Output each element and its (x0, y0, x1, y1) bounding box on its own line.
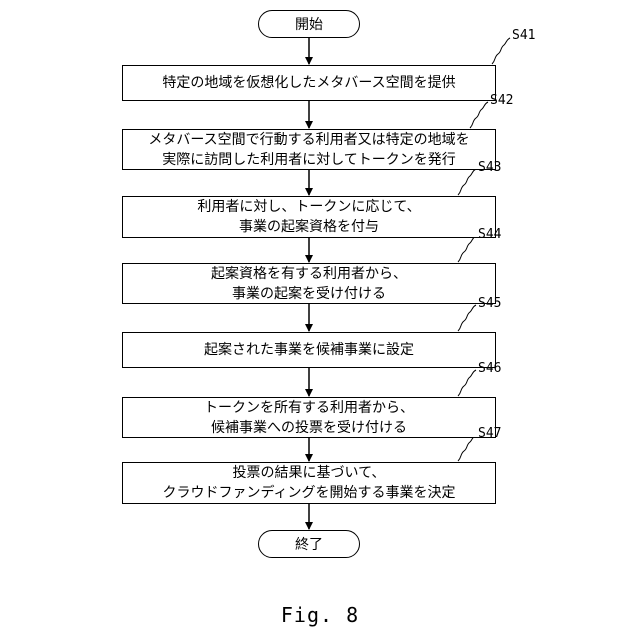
step-text-line: 起案資格を有する利用者から、 (211, 264, 407, 284)
step-label-s41: S41 (512, 28, 535, 43)
step-text-line: クラウドファンディングを開始する事業を決定 (162, 483, 455, 503)
start-terminal: 開始 (258, 10, 360, 38)
step-text-line: 実際に訪問した利用者に対してトークンを発行 (162, 150, 456, 170)
leader-line-s47 (458, 435, 476, 461)
step-text-line: 投票の結果に基づいて、 (233, 463, 386, 483)
leader-line-s41 (492, 38, 510, 64)
step-text-line: メタバース空間で行動する利用者又は特定の地域を (148, 130, 469, 150)
leader-line-s43 (458, 169, 476, 195)
leader-line-s44 (458, 236, 476, 262)
step-s47: 投票の結果に基づいて、 クラウドファンディングを開始する事業を決定 (122, 462, 496, 504)
leader-line-s45 (458, 305, 476, 331)
step-s44: 起案資格を有する利用者から、 事業の起案を受け付ける (122, 263, 496, 304)
step-text-line: 起案された事業を候補事業に設定 (204, 340, 414, 360)
step-s42: メタバース空間で行動する利用者又は特定の地域を 実際に訪問した利用者に対してトー… (122, 129, 496, 170)
step-text-line: 候補事業への投票を受け付ける (211, 418, 407, 438)
step-label-s44: S44 (478, 227, 501, 242)
end-terminal: 終了 (258, 530, 360, 558)
step-s45: 起案された事業を候補事業に設定 (122, 332, 496, 368)
step-s46: トークンを所有する利用者から、 候補事業への投票を受け付ける (122, 397, 496, 438)
step-text-line: トークンを所有する利用者から、 (204, 398, 414, 418)
leader-line-s42 (470, 102, 488, 128)
step-s43: 利用者に対し、トークンに応じて、 事業の起案資格を付与 (122, 196, 496, 238)
step-s41: 特定の地域を仮想化したメタバース空間を提供 (122, 65, 496, 101)
step-label-s47: S47 (478, 426, 501, 441)
leader-line-s46 (458, 370, 476, 396)
end-label: 終了 (295, 534, 323, 554)
step-label-s43: S43 (478, 160, 501, 175)
figure-caption: Fig. 8 (0, 603, 640, 627)
step-label-s42: S42 (490, 93, 513, 108)
step-text-line: 事業の起案資格を付与 (239, 217, 379, 237)
step-text-line: 事業の起案を受け付ける (232, 284, 386, 304)
step-label-s45: S45 (478, 296, 501, 311)
step-label-s46: S46 (478, 361, 501, 376)
step-text-line: 利用者に対し、トークンに応じて、 (197, 197, 420, 217)
start-label: 開始 (295, 14, 323, 34)
step-text-line: 特定の地域を仮想化したメタバース空間を提供 (162, 73, 455, 93)
